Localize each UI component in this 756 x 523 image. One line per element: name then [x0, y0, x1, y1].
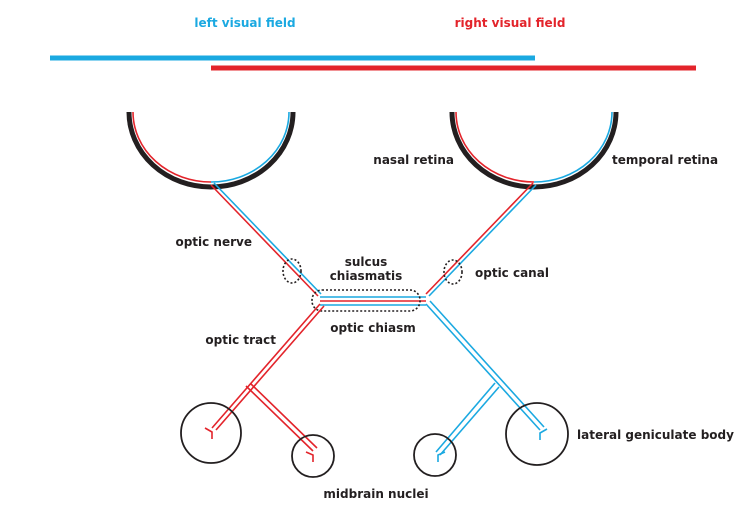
- left-eye-nasal-retina: [210, 111, 290, 183]
- optic-nerve-label: optic nerve: [175, 235, 252, 249]
- right-optic-canal-marker: [443, 259, 463, 285]
- left-eye-temporal-retina: [132, 111, 212, 183]
- right-eye-temporal-retina: [533, 111, 613, 183]
- right-eye-outline: [449, 111, 619, 190]
- left-optic-tract: [204, 303, 325, 462]
- midbrain-nuclei-label: midbrain nuclei: [323, 487, 428, 501]
- sulcus-chiasmatis-label-line1: sulcus: [345, 255, 388, 269]
- left-optic-nerve: [210, 182, 322, 297]
- optic-chiasm-label: optic chiasm: [330, 321, 416, 335]
- right-visual-field-label: right visual field: [455, 16, 566, 30]
- optic-tract-label: optic tract: [205, 333, 276, 347]
- sulcus-chiasmatis-marker: [311, 289, 421, 312]
- right-eye: [449, 111, 619, 190]
- optic-chiasm: [320, 296, 426, 306]
- nasal-retina-label: nasal retina: [373, 153, 454, 167]
- temporal-retina-label: temporal retina: [612, 153, 718, 167]
- sulcus-chiasmatis-label-line2: chiasmatis: [330, 269, 403, 283]
- right-lateral-geniculate-body: [505, 402, 569, 466]
- left-eye: [126, 111, 296, 190]
- right-midbrain-nucleus: [413, 433, 457, 477]
- left-eye-outline: [126, 111, 296, 190]
- left-midbrain-nucleus: [291, 434, 335, 478]
- right-optic-tract: [425, 300, 548, 462]
- lateral-geniculate-body-label: lateral geniculate body: [577, 428, 734, 442]
- optic-canal-label: optic canal: [475, 266, 549, 280]
- left-optic-canal-marker: [282, 258, 302, 284]
- right-eye-nasal-retina: [455, 111, 535, 183]
- left-visual-field-label: left visual field: [194, 16, 295, 30]
- left-lateral-geniculate-body: [180, 402, 242, 464]
